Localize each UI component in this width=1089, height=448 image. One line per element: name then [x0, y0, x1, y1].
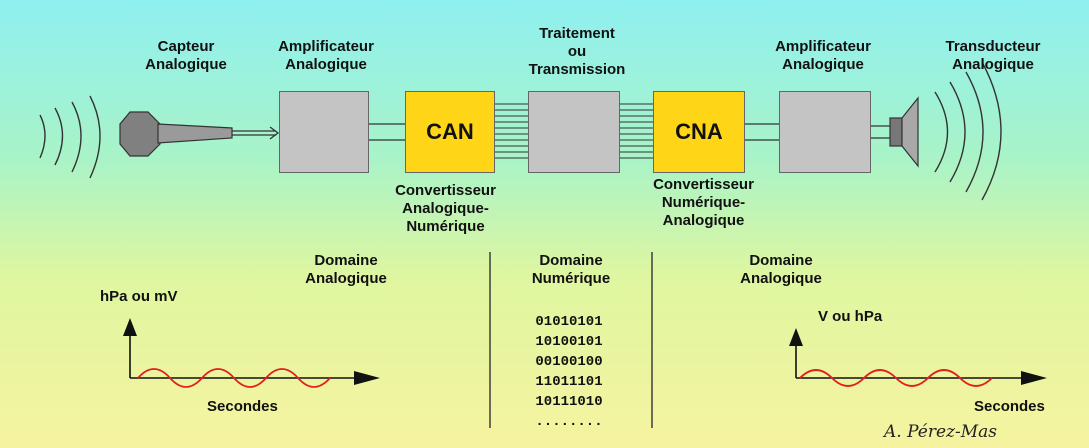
- speaker-magnet: [889, 117, 903, 147]
- binary-row: 11011101: [535, 374, 603, 390]
- output-sound-waves: [934, 61, 1002, 201]
- sensor-wires: [232, 130, 276, 136]
- input-sound-waves: [39, 95, 101, 179]
- left-graph-y-label: hPa ou mV: [100, 288, 178, 305]
- binary-row: 00100100: [535, 354, 603, 370]
- left-graph-x-label: Secondes: [207, 398, 278, 415]
- right-graph-x-label: Secondes: [974, 398, 1045, 415]
- left-graph-axes: [129, 322, 368, 379]
- author-signature: A. Pérez-Mas: [884, 422, 997, 442]
- binary-row: 01010101: [535, 314, 603, 330]
- binary-row: 10111010: [535, 394, 603, 410]
- microphone-icon: [119, 111, 161, 157]
- can-block: CAN: [405, 91, 495, 173]
- input-amplifier-block: [279, 91, 369, 173]
- binary-row: 10100101: [535, 334, 603, 350]
- microphone-handle: [157, 123, 233, 144]
- right-graph-y-label: V ou hPa: [818, 308, 883, 325]
- left-sine-wave: [137, 368, 331, 388]
- right-sine-wave: [799, 369, 993, 387]
- processing-block: [528, 91, 620, 173]
- binary-row: ........: [535, 414, 603, 430]
- digital-bus-right: [620, 103, 653, 159]
- output-amplifier-block: [779, 91, 871, 173]
- cna-block: CNA: [653, 91, 745, 173]
- can-label: CAN: [426, 119, 474, 144]
- analog-links: [369, 123, 890, 141]
- binary-data-list: 01010101 10100101 00100100 11011101 1011…: [514, 312, 624, 432]
- right-graph-axes: [795, 332, 1035, 379]
- speaker-cone-icon: [901, 96, 919, 168]
- digital-bus-left: [495, 103, 528, 159]
- cna-label: CNA: [675, 119, 723, 144]
